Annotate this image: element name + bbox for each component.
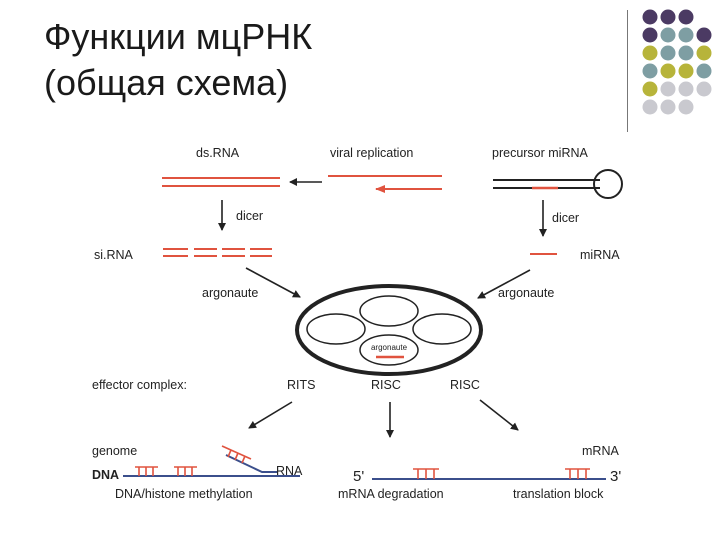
viral-replication-label: viral replication [330,146,413,160]
dna-label: DNA [92,468,119,482]
rits-arrow [248,401,293,429]
decor-dot-4-1 [660,81,676,97]
decor-dot-4-3 [696,81,712,97]
decor-dot-3-3 [696,63,712,79]
decor-dot-5-2 [678,99,694,115]
decor-dot-3-2 [678,63,694,79]
risc-label-1: RISC [371,378,401,392]
precursor-mirna-label: precursor miRNA [492,146,589,160]
rits-bound-rna [221,445,252,464]
mrna-label: mRNA [582,444,619,458]
decor-dot-1-0 [642,27,658,43]
mrna-bound-mirna-right [565,468,590,479]
decor-dot-4-0 [642,81,658,97]
dsrna-label: ds.RNA [196,146,240,160]
dicer-left-label: dicer [236,209,263,223]
argonaute-right-label: argonaute [498,286,554,300]
decor-dot-5-0 [642,99,658,115]
three-prime-label: 3' [610,468,621,485]
decor-dot-5-1 [660,99,676,115]
nascent-rna [225,454,277,473]
effector-complex-label: effector complex: [92,378,187,392]
decor-dot-0-2 [678,9,694,25]
argonaute-inner-label: argonaute [371,343,408,352]
decor-dot-1-2 [678,27,694,43]
decor-dot-2-2 [678,45,694,61]
decor-dot-3-0 [642,63,658,79]
title-line-1: Функции мцРНК [44,16,313,57]
vertical-divider [627,10,628,132]
decor-dot-0-1 [660,9,676,25]
risc-translation-arrow [479,399,519,431]
translation-block-caption: translation block [513,487,604,501]
mrna-degradation-caption: mRNA degradation [338,487,444,501]
mrna-bound-mirna-left [413,468,439,479]
decor-dot-2-3 [696,45,712,61]
dna-methylation-caption: DNA/histone methylation [115,487,253,501]
argonaute-left-label: argonaute [202,286,258,300]
mirna-to-complex-arrow [477,269,531,299]
slide-title: Функции мцРНК (общая схема) [44,14,312,106]
five-prime-label: 5' [353,468,364,485]
decor-dot-2-0 [642,45,658,61]
argonaute-complex [295,284,483,376]
mirna-label: miRNA [580,248,620,262]
decor-dot-1-1 [660,27,676,43]
hairpin-loop [593,169,623,199]
decor-dot-2-1 [660,45,676,61]
complex-lobe-left [306,313,366,345]
decor-dot-3-1 [660,63,676,79]
title-line-2: (общая схема) [44,62,289,103]
risc-label-2: RISC [450,378,480,392]
genome-label: genome [92,444,137,458]
decor-dot-4-2 [678,81,694,97]
sirna-duplexes [163,248,272,257]
dna-methylation-marks [135,466,197,476]
decor-dot-0-0 [642,9,658,25]
sirna-to-complex-arrow [245,267,301,298]
complex-lobe-bottom [359,334,419,366]
complex-lobe-right [412,313,472,345]
dicer-right-label: dicer [552,211,579,225]
complex-lobe-top [359,295,419,327]
decor-dot-1-3 [696,27,712,43]
sirna-label: si.RNA [94,248,134,262]
rits-label: RITS [287,378,315,392]
rna-label: RNA [276,464,303,478]
